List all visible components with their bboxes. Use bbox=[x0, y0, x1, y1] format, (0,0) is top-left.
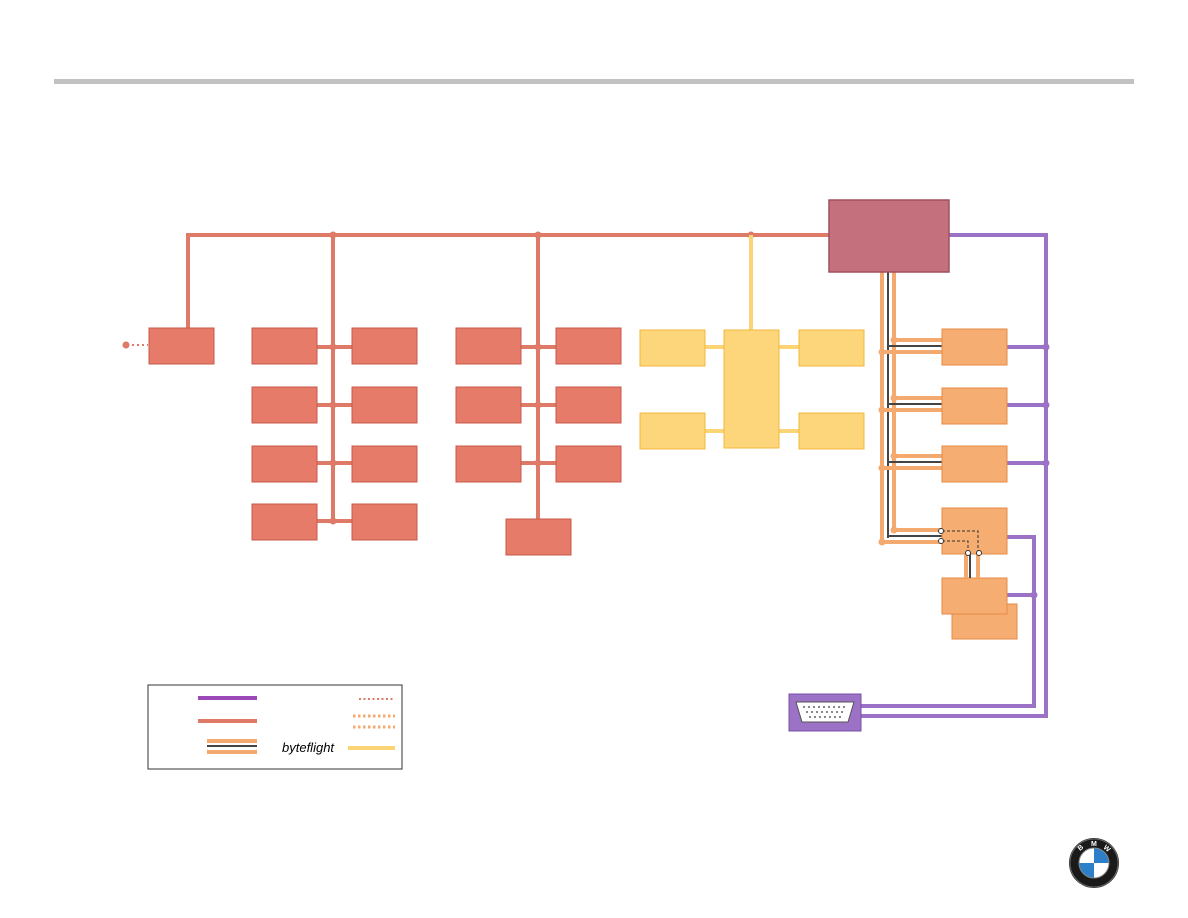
yellow-module-box bbox=[639, 412, 706, 450]
legend-byteflight-label: byteflight bbox=[282, 740, 335, 755]
orange-bus-junctions bbox=[878, 336, 898, 546]
legend-orange-twin-line bbox=[207, 739, 257, 754]
orange-internal-link bbox=[938, 528, 982, 578]
yellow-module-group bbox=[639, 329, 865, 450]
yellow-module-box bbox=[639, 329, 706, 367]
red-module-box bbox=[251, 445, 318, 483]
red-module-box bbox=[351, 327, 418, 365]
red-module-box bbox=[555, 327, 622, 365]
orange-module-group bbox=[941, 328, 1018, 640]
red-module-box bbox=[555, 386, 622, 424]
purple-bus-junctions bbox=[1030, 343, 1050, 599]
red-module-box bbox=[148, 327, 215, 365]
purple-bus-lines bbox=[860, 233, 1048, 718]
red-module-box bbox=[251, 503, 318, 541]
red-module-box bbox=[455, 327, 522, 365]
red-bus-lines bbox=[186, 233, 830, 523]
red-module-box bbox=[251, 386, 318, 424]
top-divider-rule bbox=[54, 79, 1134, 84]
yellow-bus-lines bbox=[704, 235, 800, 433]
central-gateway-module bbox=[828, 199, 950, 273]
red-module-box bbox=[351, 503, 418, 541]
yellow-module-box bbox=[798, 329, 865, 367]
red-module-box bbox=[555, 445, 622, 483]
orange-module-box bbox=[941, 328, 1008, 366]
logo-letter-m: M bbox=[1091, 841, 1097, 848]
red-module-box bbox=[351, 445, 418, 483]
red-module-box bbox=[455, 445, 522, 483]
logo-letter-b: B bbox=[1077, 844, 1085, 853]
logo-letter-w: W bbox=[1102, 844, 1112, 854]
orange-module-box bbox=[941, 577, 1008, 615]
red-module-box bbox=[251, 327, 318, 365]
diagnostic-connector bbox=[788, 693, 862, 732]
yellow-central-module bbox=[723, 329, 780, 449]
red-module-box bbox=[505, 518, 572, 556]
red-module-box bbox=[455, 386, 522, 424]
yellow-module-box bbox=[798, 412, 865, 450]
bmw-logo: B M W bbox=[1069, 838, 1119, 888]
red-module-group bbox=[148, 327, 622, 556]
red-module-box bbox=[351, 386, 418, 424]
orange-module-box bbox=[941, 445, 1008, 483]
orange-bus-lines bbox=[880, 270, 942, 544]
legend-box: byteflight bbox=[147, 684, 403, 770]
orange-module-box bbox=[941, 387, 1008, 425]
red-bus-junctions bbox=[329, 231, 755, 525]
red-dotted-lead bbox=[122, 341, 148, 349]
